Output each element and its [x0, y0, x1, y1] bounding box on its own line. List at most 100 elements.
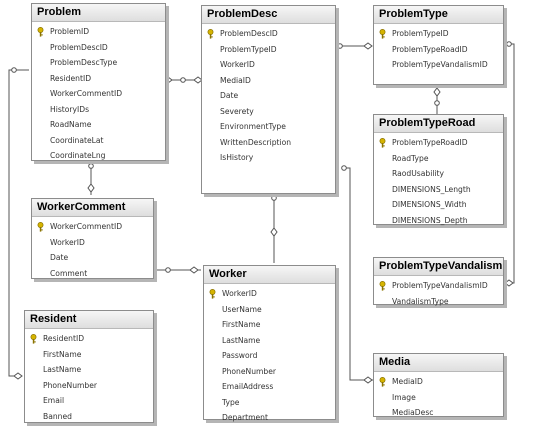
column-row[interactable]: ProblemDescType	[32, 55, 165, 71]
column-name: DIMENSIONS_Length	[392, 184, 471, 194]
column-row[interactable]: MediaID	[202, 73, 335, 89]
primary-key-icon	[30, 334, 37, 344]
column-row[interactable]: Department	[204, 410, 335, 426]
column-row[interactable]: ProblemDescID	[32, 40, 165, 56]
table-worker[interactable]: Worker WorkerID UserName FirstName LastN…	[203, 265, 336, 422]
column-row[interactable]: WorkerCommentID	[32, 86, 165, 102]
column-row[interactable]: Password	[204, 348, 335, 364]
column-row[interactable]: Email	[25, 393, 153, 409]
column-name: Date	[50, 253, 69, 262]
column-row[interactable]: EnvironmentType	[202, 119, 335, 135]
column-name: Image	[392, 392, 416, 402]
column-row[interactable]: Comment	[32, 266, 153, 282]
connector-key-end	[433, 87, 441, 97]
table-title[interactable]: Worker	[204, 266, 335, 284]
column-list: ProblemTypeID ProblemTypeRoadID ProblemT…	[374, 24, 503, 73]
rel-problemtype-problemtypevandalism[interactable]	[504, 43, 515, 284]
column-row[interactable]: MediaDesc	[374, 405, 503, 421]
column-name: Type	[222, 397, 240, 407]
table-problem[interactable]: Problem ProblemID ProblemDescID ProblemD…	[31, 3, 166, 161]
table-title[interactable]: Problem	[32, 4, 165, 22]
column-row[interactable]: CoordinateLat	[32, 133, 165, 149]
column-name: ResidentID	[50, 73, 92, 83]
column-name: VandalismType	[392, 296, 449, 306]
primary-key-icon	[209, 289, 216, 299]
table-problemtypevandalism[interactable]: ProblemTypeVandalism ProblemTypeVandalis…	[373, 257, 504, 306]
column-row-primary-key[interactable]: WorkerID	[204, 286, 335, 302]
column-name: Email	[43, 396, 65, 405]
column-row[interactable]: DIMENSIONS_Depth	[374, 213, 503, 229]
column-name: ProblemTypeVandalismID	[392, 281, 488, 290]
table-problemdesc[interactable]: ProblemDesc ProblemDescID ProblemTypeID …	[201, 5, 336, 194]
column-row[interactable]: PhoneNumber	[204, 364, 335, 380]
primary-key-icon	[37, 27, 44, 37]
column-row[interactable]: ProblemTypeID	[202, 42, 335, 58]
column-row[interactable]: LastName	[204, 333, 335, 349]
column-row[interactable]: WorkerID	[202, 57, 335, 73]
column-row-primary-key[interactable]: ProblemID	[32, 24, 165, 40]
table-resident[interactable]: Resident ResidentID FirstName LastName P…	[24, 310, 154, 423]
column-list: ResidentID FirstName LastName PhoneNumbe…	[25, 329, 153, 424]
column-name: Comment	[50, 268, 88, 278]
column-row[interactable]: HistoryIDs	[32, 102, 165, 118]
column-row[interactable]: ProblemTypeVandalismID	[374, 57, 503, 73]
column-row[interactable]: WrittenDescription	[202, 135, 335, 151]
column-row-primary-key[interactable]: WorkerCommentID	[32, 219, 153, 235]
table-title[interactable]: Resident	[25, 311, 153, 329]
table-title[interactable]: ProblemDesc	[202, 6, 335, 24]
column-row[interactable]: IsHistory	[202, 150, 335, 166]
column-row[interactable]: VandalismType	[374, 294, 503, 310]
column-name: ProblemTypeRoadID	[392, 138, 468, 147]
column-row-primary-key[interactable]: ProblemDescID	[202, 26, 335, 42]
column-row[interactable]: CoordinateLng	[32, 148, 165, 164]
connector-key-end	[363, 376, 373, 384]
column-row[interactable]: EmailAddress	[204, 379, 335, 395]
table-title[interactable]: ProblemTypeRoad	[374, 115, 503, 133]
column-row[interactable]: UserName	[204, 302, 335, 318]
connector-many-end	[165, 267, 171, 273]
primary-key-icon	[379, 138, 386, 148]
table-title[interactable]: ProblemType	[374, 6, 503, 24]
column-row[interactable]: DIMENSIONS_Length	[374, 182, 503, 198]
column-row-primary-key[interactable]: ProblemTypeRoadID	[374, 135, 503, 151]
rel-problemdesc-media[interactable]	[342, 167, 373, 381]
column-row-primary-key[interactable]: MediaID	[374, 374, 503, 390]
table-title[interactable]: ProblemTypeVandalism	[374, 258, 503, 276]
column-row[interactable]: Image	[374, 390, 503, 406]
table-title[interactable]: WorkerComment	[32, 199, 153, 217]
table-media[interactable]: Media MediaID Image MediaDesc	[373, 353, 504, 417]
column-name: HistoryIDs	[50, 104, 90, 114]
column-name: RaodUsability	[392, 169, 445, 178]
column-row[interactable]: DIMENSIONS_Width	[374, 197, 503, 213]
table-workercomment[interactable]: WorkerComment WorkerCommentID WorkerID D…	[31, 198, 154, 279]
column-row[interactable]: RoadType	[374, 151, 503, 167]
column-row[interactable]: FirstName	[204, 317, 335, 333]
column-row[interactable]: LastName	[25, 362, 153, 378]
column-row-primary-key[interactable]: ResidentID	[25, 331, 153, 347]
column-name: CoordinateLng	[50, 151, 106, 160]
table-problemtype[interactable]: ProblemType ProblemTypeID ProblemTypeRoa…	[373, 5, 504, 85]
column-row[interactable]: Date	[202, 88, 335, 104]
column-row[interactable]: WorkerID	[32, 235, 153, 251]
column-row[interactable]: RoadName	[32, 117, 165, 133]
column-row[interactable]: Date	[32, 250, 153, 266]
column-row[interactable]: Severety	[202, 104, 335, 120]
table-title[interactable]: Media	[374, 354, 503, 372]
column-row[interactable]: ProblemTypeRoadID	[374, 42, 503, 58]
column-row[interactable]: PhoneNumber	[25, 378, 153, 394]
column-name: UserName	[222, 304, 262, 314]
column-row[interactable]: RaodUsability	[374, 166, 503, 182]
column-list: ProblemDescID ProblemTypeID WorkerID Med…	[202, 24, 335, 166]
column-row-primary-key[interactable]: ProblemTypeVandalismID	[374, 278, 503, 294]
column-row[interactable]: FirstName	[25, 347, 153, 363]
column-row[interactable]: ResidentID	[32, 71, 165, 87]
column-row[interactable]: Type	[204, 395, 335, 411]
column-name: ProblemDescType	[50, 58, 118, 67]
connector-key-end	[163, 76, 173, 84]
connector-many-end	[337, 43, 343, 49]
table-problemtyperoad[interactable]: ProblemTypeRoad ProblemTypeRoadID RoadTy…	[373, 114, 504, 225]
column-row-primary-key[interactable]: ProblemTypeID	[374, 26, 503, 42]
column-name: MediaDesc	[392, 408, 434, 417]
column-row[interactable]: Banned	[25, 409, 153, 425]
connector-key-end	[189, 266, 199, 274]
